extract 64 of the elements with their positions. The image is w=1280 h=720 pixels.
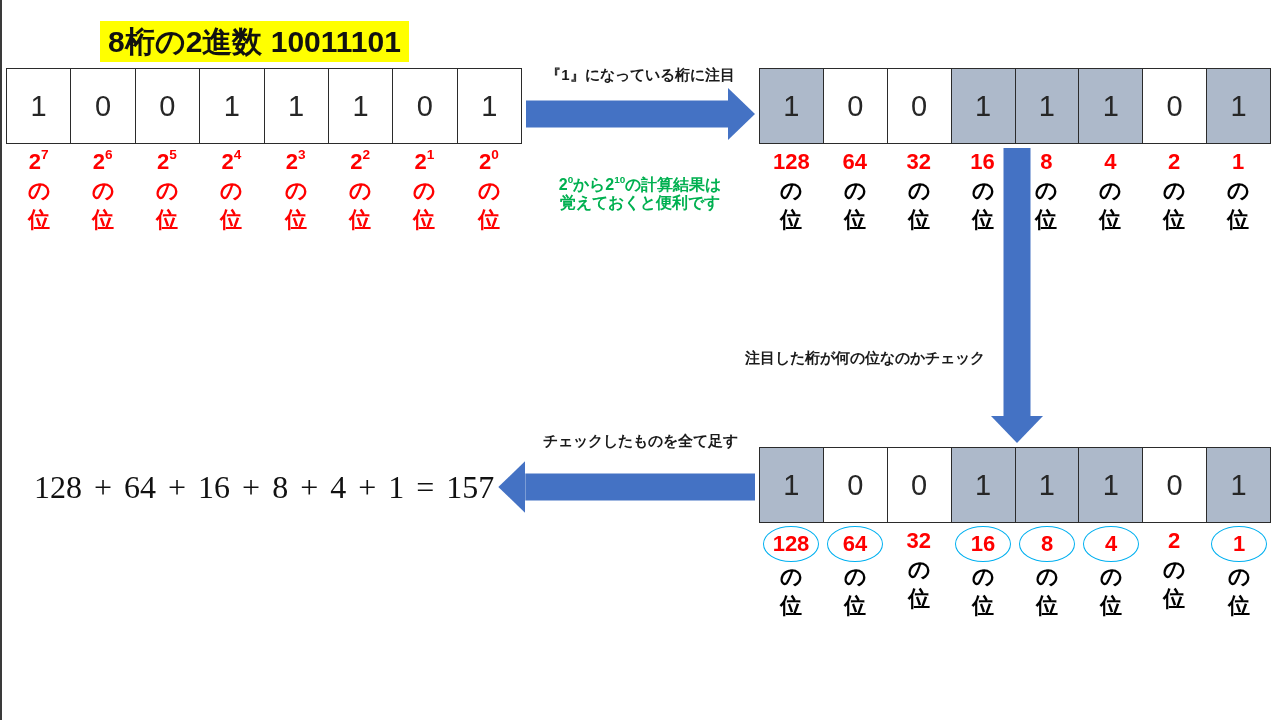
place-value-label: 2$^{0}$ [478,147,499,176]
place-suffix-label: の位 [907,556,930,613]
place-value-label: 2$^{7}$ [28,147,49,176]
place-suffix-label: の位 [971,177,994,234]
place-value-label: 16 [970,148,995,176]
tip-note: 2$^{0}$から2$^{10}$の計算結果は覚えておくと便利です [557,176,723,212]
place-value-label: 8 [1040,148,1053,176]
place-suffix-label: の位 [220,177,243,234]
digit-cell: 1 [1078,448,1143,522]
place-suffix-label: の位 [844,563,866,620]
arrow-caption: 『1』になっている桁に注目 [546,65,735,85]
digit-cell: 1 [1014,69,1079,143]
place-value-label: 2$^{5}$ [157,147,177,176]
place-suffix-label: の位 [27,177,50,234]
place-suffix-label: の位 [907,177,930,234]
place-value-label: 4 [1104,148,1117,176]
digit-table [759,447,1271,523]
place-suffix-label: の位 [477,177,500,234]
place-value-label: 1 [1231,148,1245,176]
place-suffix-label: の位 [155,177,178,234]
place-suffix-label: の位 [1163,177,1186,234]
place-suffix-label: の位 [91,177,114,234]
digit-cell: 1 [760,69,823,143]
place-suffix-label: の位 [780,563,802,620]
arrow-caption: チェックしたものを全て足す [543,431,739,451]
block-arrow [498,461,755,513]
digit-table [6,68,522,144]
place-suffix-label: の位 [1163,556,1186,613]
place-value-label: 2$^{2}$ [350,147,370,176]
place-value-label: 2$^{4}$ [221,147,242,176]
block-arrow [991,148,1043,443]
digit-cell: 1 [1078,69,1143,143]
sum-equation: 128 + 64 + 16 + 8 + 4 + 1 = 157 [34,466,495,508]
digit-cell: 1 [1206,69,1270,143]
place-value-label: 2$^{3}$ [285,147,306,176]
place-value-label: 2 [1168,148,1181,176]
place-suffix-label: の位 [1227,177,1250,234]
place-suffix-label: の位 [1228,563,1250,620]
digit-cell: 1 [950,448,1015,522]
digit-cell: 1 [950,69,1015,143]
place-suffix-label: の位 [1036,563,1058,620]
digit-cell: 1 [1206,448,1270,522]
place-suffix-label: の位 [780,177,803,234]
place-suffix-label: の位 [972,563,994,620]
place-suffix-label: の位 [1100,563,1122,620]
arrow-caption: 注目した桁が何の位なのかチェック [745,347,985,368]
place-suffix-label: の位 [349,177,372,234]
place-value-label: 32 [906,527,931,555]
digit-cell: 1 [1014,448,1079,522]
place-value-label: 32 [906,148,931,176]
place-suffix-label: の位 [284,177,307,234]
place-value-label: 2$^{1}$ [414,147,435,176]
place-suffix-label: の位 [843,177,866,234]
diagram-title: 8桁の2進数 10011101 [100,21,409,62]
block-arrow [526,88,755,140]
place-suffix-label: の位 [1035,177,1058,234]
place-suffix-label: の位 [1099,177,1122,234]
place-value-label: 64 [842,148,868,176]
place-value-label: 128 [773,148,810,176]
digit-cell: 1 [760,448,823,522]
place-value-label: 2 [1168,527,1181,555]
place-suffix-label: の位 [413,177,436,234]
digit-table [759,68,1271,144]
place-value-label: 2$^{6}$ [92,147,113,176]
